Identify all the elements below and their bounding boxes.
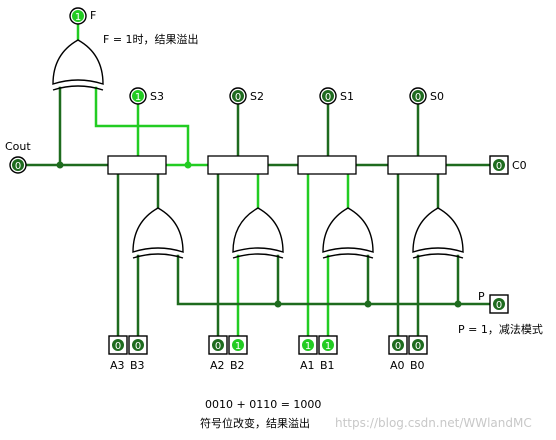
input-pin-b2[interactable]: 1 — [228, 335, 248, 355]
svg-text:0: 0 — [415, 92, 421, 103]
xor-gate-0 — [412, 207, 464, 259]
label-s1: S1 — [340, 90, 354, 103]
label-b0: B0 — [410, 359, 425, 372]
adder-block-1 — [297, 155, 357, 175]
adder-block-3 — [107, 155, 167, 175]
label-f: F — [90, 9, 97, 22]
svg-text:0: 0 — [235, 92, 241, 103]
output-pin-s1: 0 — [319, 87, 337, 105]
svg-text:1: 1 — [325, 341, 331, 352]
svg-text:1: 1 — [75, 12, 81, 23]
xor-gate-1 — [322, 207, 374, 259]
svg-text:0: 0 — [415, 341, 421, 352]
watermark: https://blog.csdn.net/WWlandMC — [335, 416, 532, 430]
label-s3: S3 — [150, 90, 164, 103]
xor-gate-3 — [132, 207, 184, 259]
label-b1: B1 — [320, 359, 335, 372]
label-a3: A3 — [110, 359, 125, 372]
junction-dot — [56, 161, 64, 169]
mode-note: P = 1，减法模式 — [458, 323, 543, 336]
output-pin-f: 1 — [69, 7, 87, 25]
output-pin-s3: 1 — [129, 87, 147, 105]
svg-text:0: 0 — [395, 341, 401, 352]
input-pin-c0[interactable]: 0 — [489, 155, 509, 175]
svg-text:0: 0 — [15, 161, 21, 172]
junction-dot — [184, 161, 192, 169]
svg-text:0: 0 — [496, 161, 502, 172]
input-pin-a2[interactable]: 0 — [208, 335, 228, 355]
junction-dot — [274, 300, 282, 308]
input-pin-a3[interactable]: 0 — [108, 335, 128, 355]
label-a0: A0 — [390, 359, 405, 372]
label-s0: S0 — [430, 90, 444, 103]
label-cout: Cout — [5, 140, 31, 153]
output-pin-s2: 0 — [229, 87, 247, 105]
svg-text:0: 0 — [215, 341, 221, 352]
xor-gate-2 — [232, 207, 284, 259]
label-c0: C0 — [512, 159, 527, 172]
junction-dot — [454, 300, 462, 308]
label-a2: A2 — [210, 359, 225, 372]
svg-text:0: 0 — [135, 341, 141, 352]
input-pin-a1[interactable]: 1 — [298, 335, 318, 355]
label-p: P — [478, 290, 485, 303]
svg-text:0: 0 — [325, 92, 331, 103]
label-a1: A1 — [300, 359, 315, 372]
svg-text:0: 0 — [115, 341, 121, 352]
wire-f-in-right — [94, 86, 190, 167]
label-s2: S2 — [250, 90, 264, 103]
sign-change-note: 符号位改变，结果溢出 — [200, 417, 310, 430]
label-b3: B3 — [130, 359, 145, 372]
adder-block-0 — [387, 155, 447, 175]
overflow-note: F = 1时，结果溢出 — [103, 33, 199, 46]
input-pin-b0[interactable]: 0 — [408, 335, 428, 355]
junction-dot — [364, 300, 372, 308]
svg-text:1: 1 — [235, 341, 241, 352]
input-pin-a0[interactable]: 0 — [388, 335, 408, 355]
adder-block-2 — [207, 155, 269, 175]
svg-text:1: 1 — [135, 92, 141, 103]
equation-note: 0010 + 0110 = 1000 — [205, 398, 322, 411]
label-b2: B2 — [230, 359, 245, 372]
output-pin-cout: 0 — [9, 156, 27, 174]
wire-p-bus — [176, 254, 492, 306]
input-pin-b3[interactable]: 0 — [128, 335, 148, 355]
input-pin-b1[interactable]: 1 — [318, 335, 338, 355]
svg-text:1: 1 — [305, 341, 311, 352]
xor-gate-f — [52, 39, 104, 91]
output-pin-s0: 0 — [409, 87, 427, 105]
svg-text:0: 0 — [496, 300, 502, 311]
input-pin-p[interactable]: 0 — [489, 294, 509, 314]
